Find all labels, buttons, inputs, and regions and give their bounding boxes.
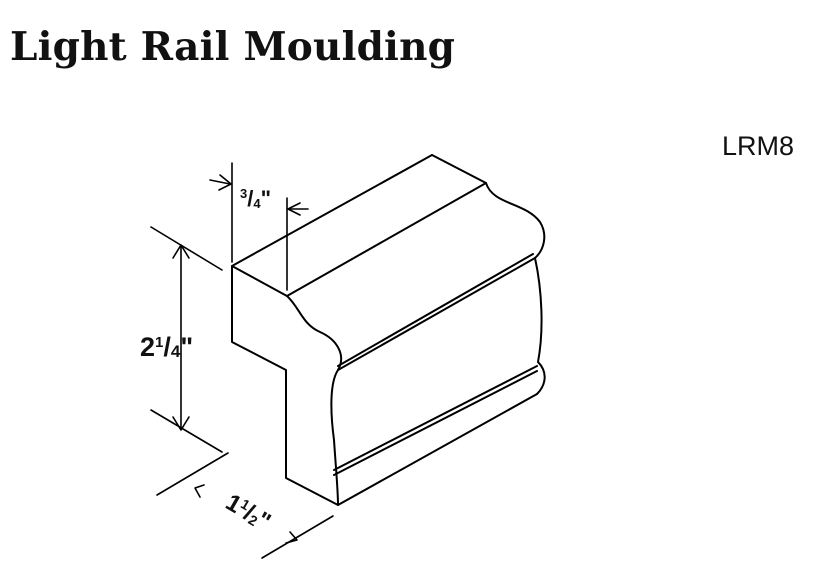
- right-profile: [534, 257, 546, 395]
- depth-dimension: [209, 162, 309, 291]
- bottom-edge: [337, 393, 538, 506]
- height-dimension: [150, 226, 223, 453]
- length-dimension: [156, 452, 334, 559]
- product-code: LRM8: [722, 131, 795, 161]
- top-back-edge: [231, 154, 433, 267]
- lower-bead-line-2: [333, 370, 538, 476]
- upper-bead-line-2: [337, 253, 534, 367]
- front-profile: [231, 265, 343, 506]
- length-label: 11/2": [221, 489, 275, 536]
- top-right-edge: [431, 154, 546, 259]
- page-title: Light Rail Moulding: [10, 24, 456, 70]
- lower-bead-line: [333, 365, 538, 471]
- upper-bead-line: [337, 257, 536, 371]
- height-label: 21/4": [140, 332, 193, 362]
- depth-label: 3/4": [240, 186, 271, 211]
- top-front-edge: [286, 182, 487, 297]
